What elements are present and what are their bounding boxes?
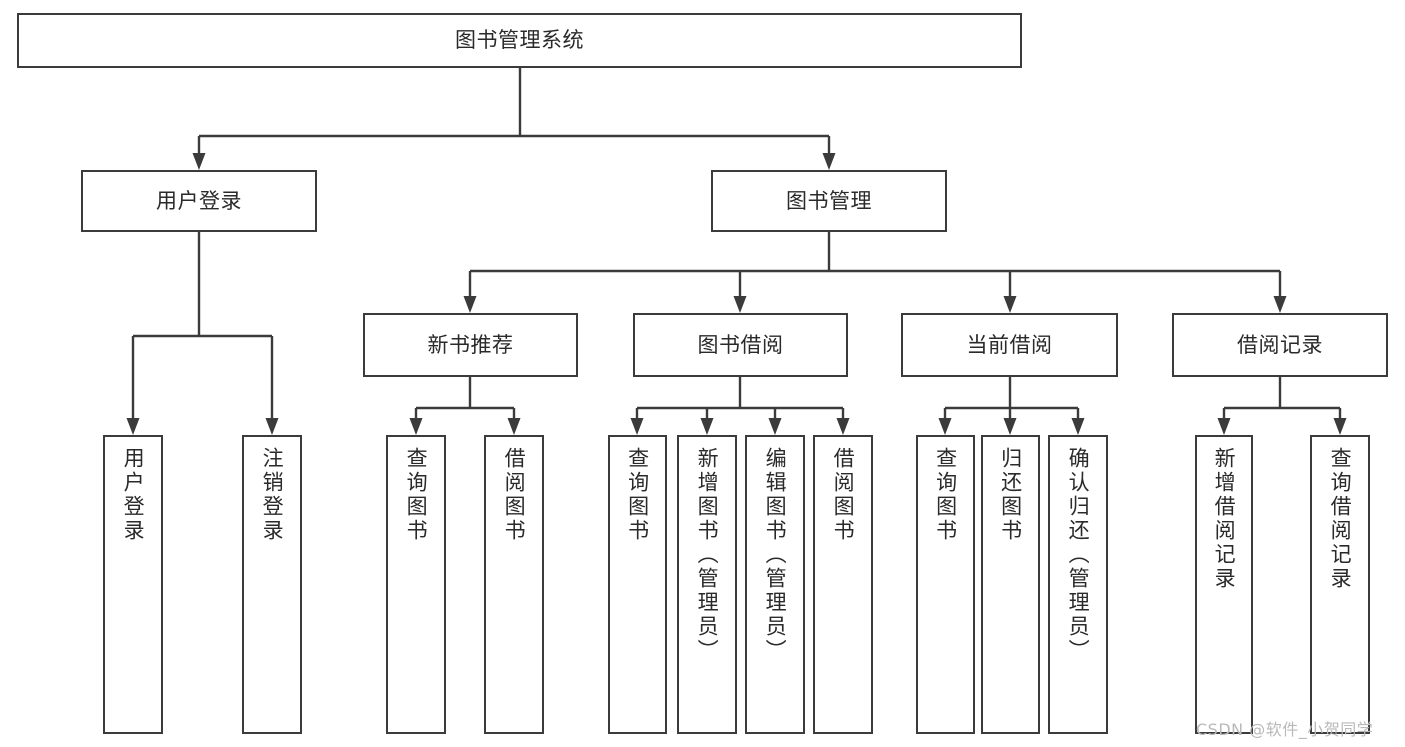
- arrow-head-icon: [1333, 418, 1347, 435]
- arrow-head-icon: [1003, 418, 1017, 435]
- node-label: 借阅记录: [1237, 332, 1323, 357]
- arrow-head-icon: [836, 418, 850, 435]
- node-label: 查询图书: [404, 447, 429, 543]
- node-leaf-user-login[interactable]: 用户登录: [103, 435, 163, 734]
- node-leaf-confirm-return-admin[interactable]: 确认归还（管理员）: [1048, 435, 1108, 734]
- node-leaf-add-book-admin[interactable]: 新增图书（管理员）: [677, 435, 737, 734]
- node-new-book-recommend[interactable]: 新书推荐: [363, 313, 578, 377]
- node-leaf-query-borrow-record[interactable]: 查询借阅记录: [1310, 435, 1370, 734]
- arrow-head-icon: [409, 418, 423, 435]
- arrow-head-icon: [1273, 296, 1287, 313]
- node-leaf-borrow-book-recommend[interactable]: 借阅图书: [484, 435, 544, 734]
- node-leaf-add-borrow-record[interactable]: 新增借阅记录: [1195, 435, 1253, 734]
- arrow-head-icon: [700, 418, 714, 435]
- node-leaf-query-book-current[interactable]: 查询图书: [916, 435, 975, 734]
- node-label: 借阅图书: [502, 447, 527, 543]
- node-borrow-record[interactable]: 借阅记录: [1172, 313, 1388, 377]
- node-label: 用户登录: [156, 188, 242, 213]
- node-leaf-return-book[interactable]: 归还图书: [981, 435, 1040, 734]
- arrow-head-icon: [630, 418, 644, 435]
- node-book-manage[interactable]: 图书管理: [711, 170, 947, 232]
- arrow-head-icon: [1217, 418, 1231, 435]
- node-leaf-logout[interactable]: 注销登录: [242, 435, 302, 734]
- node-label: 注销登录: [260, 447, 285, 543]
- node-label: 用户登录: [121, 447, 146, 543]
- arrow-head-icon: [192, 153, 206, 170]
- node-label: 图书借阅: [697, 332, 784, 357]
- node-leaf-borrow-book[interactable]: 借阅图书: [813, 435, 873, 734]
- root-node[interactable]: 图书管理系统: [17, 13, 1022, 68]
- node-leaf-query-book-recommend[interactable]: 查询图书: [386, 435, 446, 734]
- arrow-head-icon: [126, 418, 140, 435]
- arrow-head-icon: [265, 418, 279, 435]
- node-label: 确认归还（管理员）: [1066, 447, 1091, 663]
- node-label: 归还图书: [998, 447, 1023, 543]
- node-label: 查询图书: [625, 447, 650, 543]
- arrow-head-icon: [733, 296, 747, 313]
- node-book-borrow[interactable]: 图书借阅: [633, 313, 848, 377]
- node-leaf-query-book-borrow[interactable]: 查询图书: [608, 435, 667, 734]
- node-label: 新书推荐: [427, 332, 514, 357]
- arrow-head-icon: [1003, 296, 1017, 313]
- node-label: 新增借阅记录: [1212, 447, 1237, 591]
- arrow-head-icon: [938, 418, 952, 435]
- node-label: 查询图书: [933, 447, 958, 543]
- node-label: 当前借阅: [966, 332, 1053, 357]
- arrow-head-icon: [463, 296, 477, 313]
- node-label: 新增图书（管理员）: [695, 447, 720, 663]
- watermark-text: CSDN @软件_小贺同学: [1196, 720, 1374, 739]
- arrow-head-icon: [1071, 418, 1085, 435]
- node-label: 编辑图书（管理员）: [763, 447, 788, 663]
- node-label: 图书管理: [786, 188, 872, 213]
- node-label: 图书管理系统: [455, 28, 584, 53]
- node-label: 借阅图书: [831, 447, 856, 543]
- node-label: 查询借阅记录: [1328, 447, 1353, 591]
- arrow-head-icon: [768, 418, 782, 435]
- arrow-head-icon: [507, 418, 521, 435]
- node-current-borrow[interactable]: 当前借阅: [901, 313, 1118, 377]
- arrow-head-icon: [822, 153, 836, 170]
- node-leaf-edit-book-admin[interactable]: 编辑图书（管理员）: [745, 435, 805, 734]
- node-user-login[interactable]: 用户登录: [81, 170, 317, 232]
